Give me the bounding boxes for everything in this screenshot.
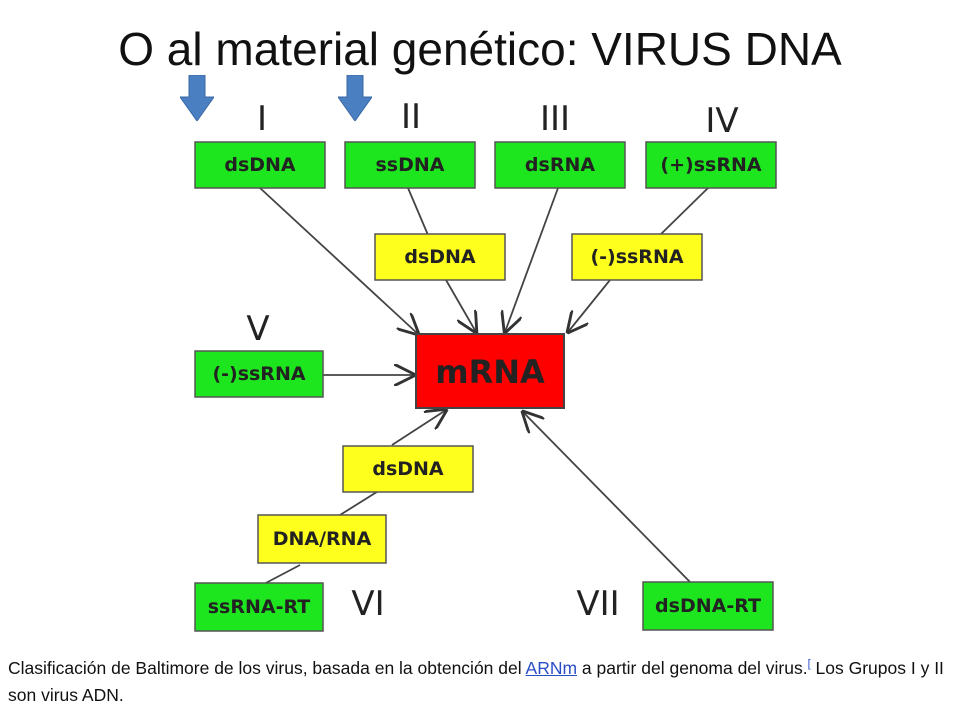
caption-reference-link[interactable]: [ [807,658,811,670]
box-group1-dsDNA: dsDNA [194,141,326,189]
box-group2-intermediate-dsDNA: dsDNA [374,233,506,281]
box-group5-minus-ssRNA: (-)ssRNA [194,350,324,398]
caption-link-arnm[interactable]: ARNm [525,657,578,678]
group-label-IV: IV [705,101,738,141]
svg-text:ssRNA-RT: ssRNA-RT [208,596,311,618]
svg-text:(+)ssRNA: (+)ssRNA [660,154,761,176]
box-group2-ssDNA: ssDNA [344,141,476,189]
box-group6-ssRNA-RT: ssRNA-RT [194,582,324,632]
connector-lines [259,187,709,586]
svg-text:dsDNA: dsDNA [224,154,296,176]
group-label-VI: VI [351,584,384,624]
svg-text:DNA/RNA: DNA/RNA [273,528,372,550]
group-label-I: I [257,99,267,139]
caption-text-1: Clasificación de Baltimore de los virus,… [8,657,526,678]
group-label-VII: VII [576,584,619,624]
svg-text:(-)ssRNA: (-)ssRNA [212,363,305,385]
figure-caption: Clasificación de Baltimore de los virus,… [8,651,958,709]
box-group7-dsDNA-RT: dsDNA-RT [642,581,774,631]
box-group6-intermediate-DNA-RNA: DNA/RNA [257,514,387,564]
page-title: O al material genético: VIRUS DNA [118,23,842,75]
caption-text-3: Los Grupos I y II son virus ADN. [8,657,944,705]
svg-text:dsRNA: dsRNA [525,154,595,176]
group-label-II: II [401,97,421,137]
box-group4-intermediate-minus-ssRNA: (-)ssRNA [571,233,703,281]
group-label-III: III [540,99,570,139]
down-arrow-icon [338,75,372,121]
box-group3-dsRNA: dsRNA [494,141,626,189]
svg-text:mRNA: mRNA [435,353,545,391]
box-mRNA: mRNA [415,333,565,409]
box-group4-plus-ssRNA: (+)ssRNA [645,141,777,189]
down-arrow-icon [180,75,214,121]
group-label-V: V [246,309,269,349]
svg-text:dsDNA: dsDNA [372,458,444,480]
caption-text-2: a partir del genoma del virus. [577,657,808,678]
box-group6-intermediate-dsDNA: dsDNA [342,445,474,493]
svg-text:(-)ssRNA: (-)ssRNA [590,246,683,268]
svg-text:ssDNA: ssDNA [376,154,445,176]
svg-text:dsDNA-RT: dsDNA-RT [655,595,761,617]
svg-text:dsDNA: dsDNA [404,246,476,268]
